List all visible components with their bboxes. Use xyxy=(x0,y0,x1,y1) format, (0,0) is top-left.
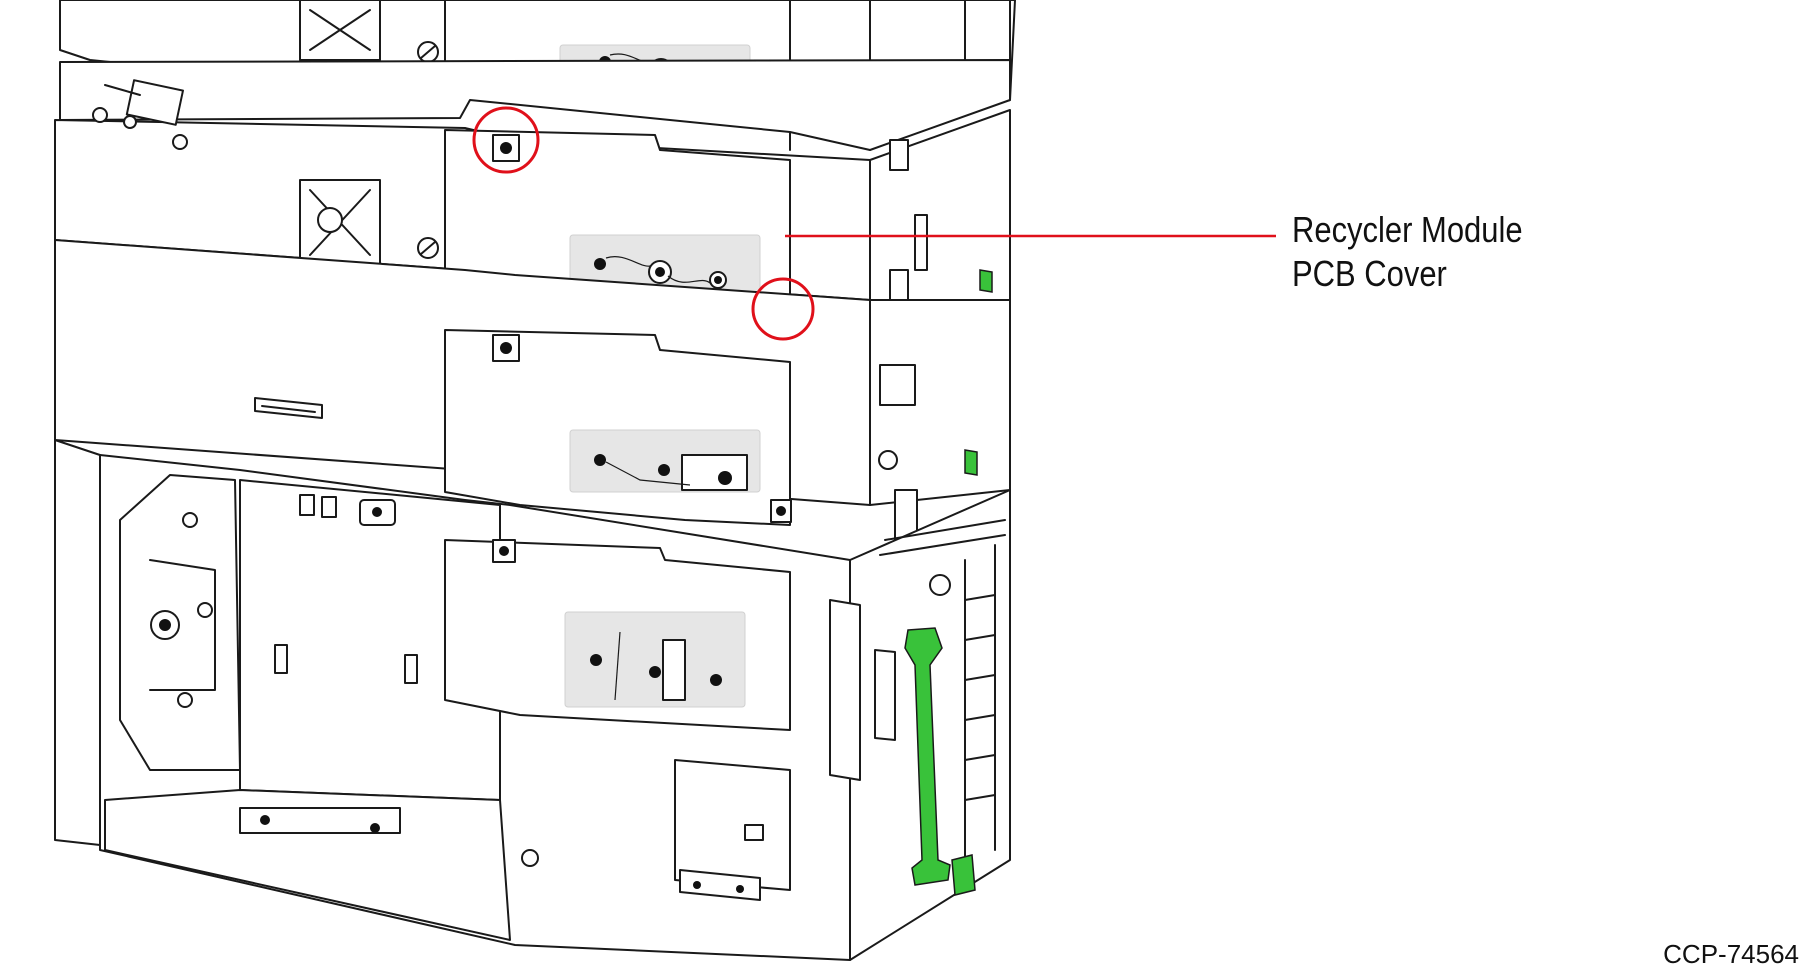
figure-id: CCP-74564 xyxy=(1663,939,1799,969)
callout-label-line1: Recycler Module xyxy=(1292,209,1523,250)
callout-label-line2: PCB Cover xyxy=(1292,253,1447,294)
callout-label: Recycler Module PCB Cover xyxy=(1292,208,1523,296)
middle-module xyxy=(54,239,1011,541)
screw-highlight-bottom xyxy=(751,277,815,341)
screw-highlight-top xyxy=(472,106,540,174)
bottom-chassis xyxy=(54,439,1011,961)
